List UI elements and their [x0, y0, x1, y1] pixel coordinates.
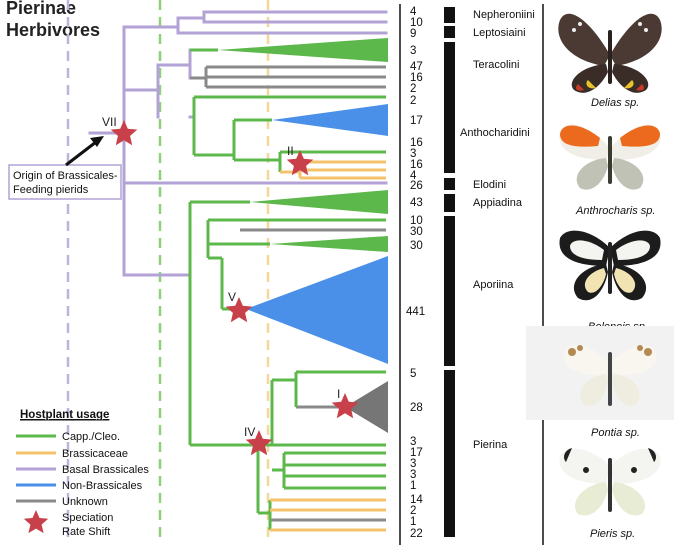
origin-arrow-shaft — [65, 140, 97, 167]
tip-count: 30 — [410, 240, 423, 252]
tip-count: 441 — [406, 306, 425, 318]
tip-count: 1 — [410, 516, 416, 528]
tip-count: 10 — [410, 215, 423, 227]
origin-box — [8, 164, 122, 200]
star-node-i — [331, 393, 359, 419]
clade-triangle-appiadina — [250, 190, 388, 214]
caption-pontia: Pontia sp. — [591, 427, 640, 439]
legend-title: Hostplant usage — [20, 409, 109, 421]
butterfly-anthocharis-image — [559, 124, 661, 190]
tip-count: 2 — [410, 83, 416, 95]
tip-count: 4 — [410, 170, 417, 182]
branches-unknown — [190, 65, 386, 522]
origin-text-line-1: Origin of Brassicales- — [13, 170, 118, 182]
caption-delias: Delias sp. — [591, 97, 639, 109]
node-label-ii: II — [287, 144, 294, 158]
tip-count: 1 — [410, 480, 416, 492]
tip-count: 17 — [410, 447, 423, 459]
node-label-iv: IV — [244, 425, 255, 439]
caption-anthocharis: Anthrocharis sp. — [575, 205, 655, 217]
tip-count: 14 — [410, 494, 423, 506]
tribe-label-elodini: Elodini — [473, 179, 506, 191]
tribe-bar-pierina — [444, 370, 455, 537]
tribe-bar-teracolini — [444, 42, 455, 94]
tribe-label-anthocharidini: Anthocharidini — [460, 127, 530, 139]
butterfly-pontia-image — [526, 326, 674, 420]
tip-count: 2 — [410, 505, 416, 517]
tip-count: 2 — [410, 95, 416, 107]
tip-count: 22 — [410, 528, 423, 540]
legend-star-label-line-1: Speciation — [62, 512, 113, 524]
tribe-label-aporiina: Aporiina — [473, 279, 514, 291]
clade-triangle-aporiina-large — [246, 256, 388, 364]
star-node-ii — [286, 150, 314, 176]
legend-label-capp-cleo: Capp./Cleo. — [62, 431, 120, 443]
star-node-v — [225, 297, 253, 323]
tip-count: 26 — [410, 180, 423, 192]
clade-triangle-aporiina-small — [270, 236, 388, 252]
tip-count: 4 — [410, 6, 417, 18]
tribe-bar-nepheroniini — [444, 7, 455, 23]
caption-pieris: Pieris sp. — [590, 528, 635, 540]
tip-count: 9 — [410, 28, 416, 40]
tip-count: 3 — [410, 436, 416, 448]
tip-count: 16 — [410, 72, 423, 84]
tip-count: 3 — [410, 148, 416, 160]
branches-basal-brassicales — [88, 10, 388, 277]
tip-count: 16 — [410, 137, 423, 149]
tribe-label-appiadina: Appiadina — [473, 197, 523, 209]
tip-counts: 4 10 9 3 47 16 2 2 17 16 3 16 4 26 43 10… — [406, 6, 425, 540]
branches-brassicaceae — [270, 160, 386, 532]
legend-label-unknown: Unknown — [62, 496, 108, 508]
tribe-bar-elodini — [444, 178, 455, 190]
title-line-2: Herbivores — [6, 20, 100, 40]
branches-capp-cleo — [188, 48, 386, 530]
butterfly-pieris-image — [559, 448, 661, 516]
tribe-label-nepheroniini: Nepheroniini — [473, 9, 535, 21]
tip-count: 43 — [410, 197, 423, 209]
tribe-label-pierina: Pierina — [473, 439, 508, 451]
tribe-bar-leptosiaini — [444, 26, 455, 38]
tribe-bar-anthocharidini — [444, 94, 455, 173]
tip-count: 47 — [410, 61, 423, 73]
clade-triangle-pierina — [345, 381, 388, 433]
butterfly-belenois-image — [559, 230, 661, 301]
clade-triangle-teracolini — [218, 38, 388, 62]
tip-count: 3 — [410, 45, 416, 57]
clade-triangle-anthocharidini — [272, 104, 388, 136]
legend-star-icon — [23, 510, 49, 534]
tip-count: 3 — [410, 458, 416, 470]
tip-count: 3 — [410, 469, 416, 481]
legend-label-non-brassicales: Non-Brassicales — [62, 480, 143, 492]
tribe-label-leptosiaini: Leptosiaini — [473, 27, 526, 39]
legend-star-label-line-2: Rate Shift — [62, 526, 110, 538]
legend-label-basal-brassicales: Basal Brassicales — [62, 464, 149, 476]
node-label-v: V — [228, 290, 236, 304]
tip-count: 30 — [410, 226, 423, 238]
legend: Hostplant usage Capp./Cleo. Brassicaceae… — [16, 409, 149, 538]
title-line-1: Pierinae — [6, 0, 76, 18]
node-label-i: I — [337, 387, 340, 401]
star-node-iv — [245, 430, 273, 456]
butterfly-delias-image — [558, 13, 662, 93]
tip-count: 16 — [410, 159, 423, 171]
tip-count: 5 — [410, 368, 416, 380]
tribe-label-teracolini: Teracolini — [473, 59, 519, 71]
tribe-bars — [444, 7, 455, 537]
tip-count: 10 — [410, 17, 423, 29]
origin-text-line-2: Feeding pierids — [13, 184, 89, 196]
node-label-vii: VII — [102, 115, 117, 129]
legend-label-brassicaceae: Brassicaceae — [62, 448, 128, 460]
origin-arrow-head — [90, 136, 104, 147]
star-node-vii — [110, 120, 138, 146]
tip-count: 28 — [410, 402, 423, 414]
tip-count: 17 — [410, 115, 423, 127]
tribe-bar-aporiina — [444, 216, 455, 366]
tribe-bar-appiadina — [444, 194, 455, 212]
